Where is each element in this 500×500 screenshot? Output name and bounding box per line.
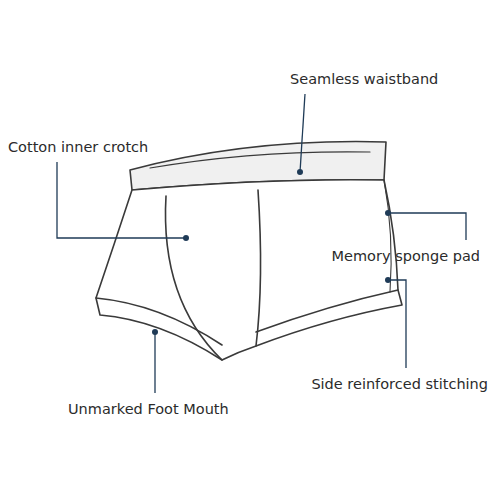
leader-lines	[57, 94, 466, 393]
part-label: Cotton inner crotch	[8, 138, 148, 156]
leader-dot	[385, 277, 391, 283]
leader-dot	[152, 329, 158, 335]
right-leg-band	[256, 290, 398, 332]
brief-body	[96, 180, 402, 360]
pouch-right-seam	[256, 190, 261, 346]
side-seam	[384, 180, 391, 292]
waistband-inner-edge	[150, 152, 370, 168]
part-label: Memory sponge pad	[332, 247, 480, 265]
leader-dot	[385, 210, 391, 216]
leader-dot	[297, 169, 303, 175]
part-label: Side reinforced stitching	[311, 375, 488, 393]
part-label: Unmarked Foot Mouth	[68, 400, 229, 418]
leader-line	[388, 280, 406, 368]
part-label: Seamless waistband	[290, 70, 438, 88]
leader-line	[300, 94, 305, 172]
leader-dot	[183, 235, 189, 241]
leader-line	[388, 213, 466, 240]
leader-line	[57, 162, 186, 238]
pouch-left-seam	[165, 196, 222, 360]
leader-line	[154, 332, 155, 393]
